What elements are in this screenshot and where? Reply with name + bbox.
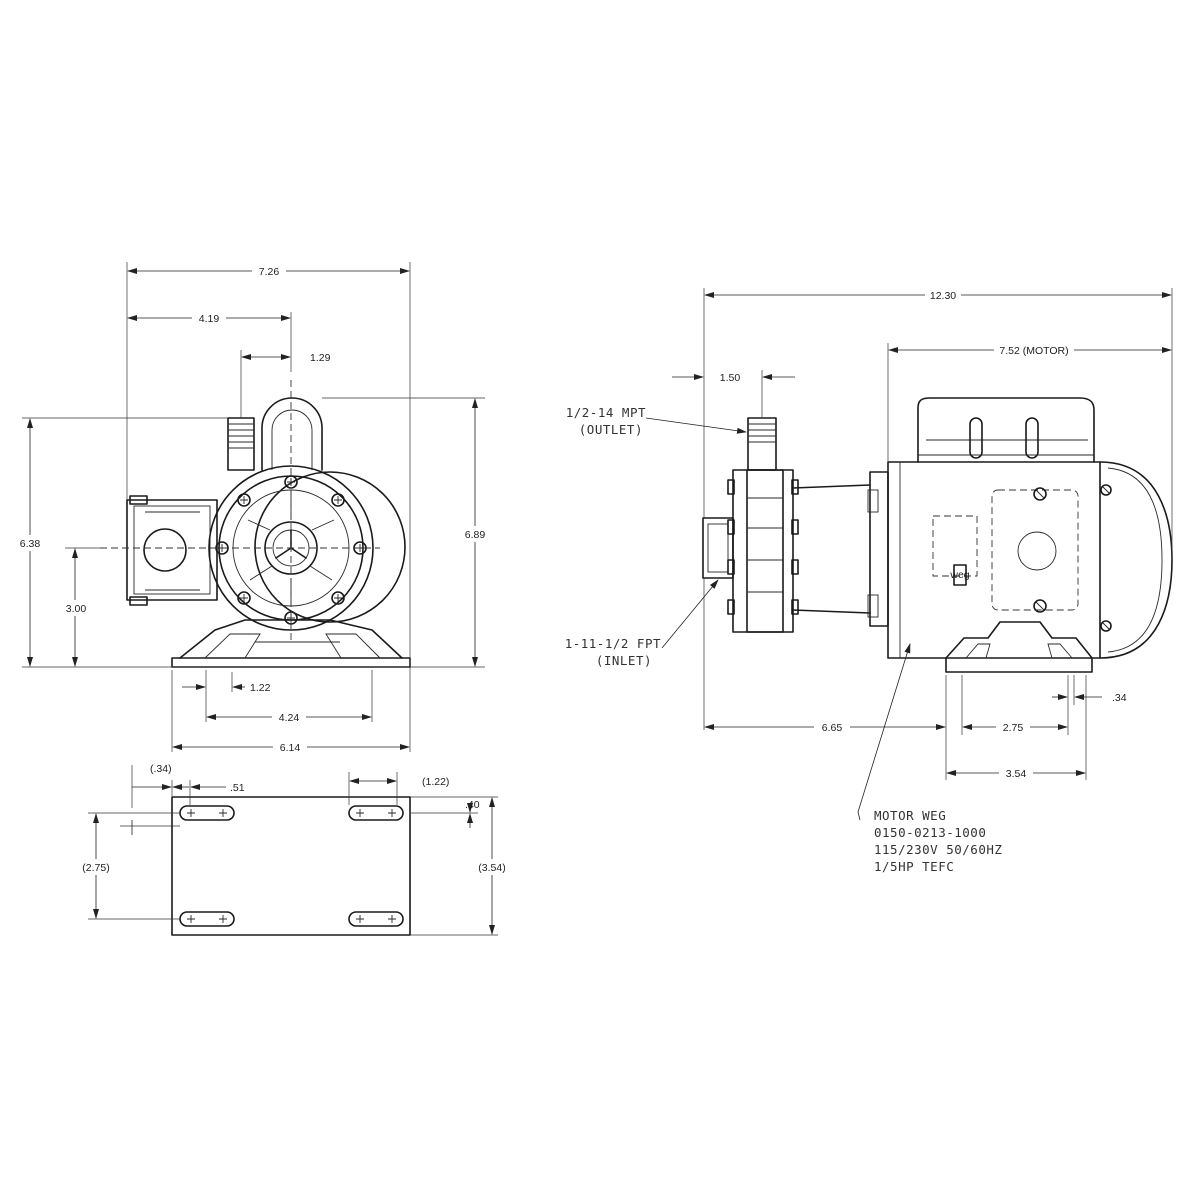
capacitor-cover (991, 487, 1079, 613)
front-view (100, 380, 411, 668)
motor-terminal-box (917, 397, 1095, 463)
junction-box (126, 495, 218, 606)
dim-overall-length: 12.30 (930, 290, 956, 302)
port-callouts: 1/2-14 MPT (OUTLET) 1-11-1/2 FPT (INLET) (565, 405, 661, 668)
motor-note-line4: 1/5HP TEFC (874, 859, 954, 874)
dim-foot-width: 3.54 (1006, 768, 1027, 780)
side-view-extension-lines (703, 288, 1173, 780)
dim-overall-width: 7.26 (259, 266, 280, 278)
dim-slot-offset-right: (1.22) (422, 776, 449, 788)
inlet-callout-line1: 1-11-1/2 FPT (565, 636, 661, 651)
dim-edge-offset: (.34) (150, 763, 172, 775)
outlet-pipe-side (747, 417, 777, 471)
base-plate (171, 796, 411, 936)
front-view-dimension-lines (27, 268, 478, 750)
motor-note-line2: 0150-0213-1000 (874, 825, 986, 840)
motor-nameplate: weg (932, 515, 978, 586)
dim-foot-hole-spacing: 4.24 (279, 712, 300, 724)
dim-slot-length: .51 (230, 782, 245, 794)
dim-shaft-height: 3.00 (66, 603, 87, 615)
motor-body-side (887, 461, 1173, 659)
weg-logo: weg (949, 569, 969, 581)
base-plan-dimension-labels: (.34) .51 (1.22) .40 (2.75) (3.54) (76, 763, 512, 875)
side-view: weg (702, 397, 1173, 673)
front-view-extension-lines (22, 262, 485, 752)
dim-slot-spacing: (2.75) (82, 862, 109, 874)
motor-foot (945, 621, 1093, 673)
dim-foot-hole-offset: 1.22 (250, 682, 271, 694)
dim-base-width: 6.14 (280, 742, 301, 754)
side-view-leaders (645, 417, 911, 821)
pump-head-side (727, 469, 799, 633)
motor-note: MOTOR WEG 0150-0213-1000 115/230V 50/60H… (874, 808, 1002, 874)
outlet-pipe (227, 417, 255, 471)
dim-outlet-offset: 1.29 (310, 352, 331, 364)
base-plan-view (171, 796, 411, 936)
front-view-dimension-labels: 7.26 4.19 1.29 6.38 6.89 3.00 1.22 4.24 … (14, 263, 492, 755)
base-plan-dimension-lines (93, 778, 495, 935)
dim-slot-inset: .40 (465, 799, 480, 811)
dim-center-offset: 4.19 (199, 313, 220, 325)
motor-note-line1: MOTOR WEG (874, 808, 946, 823)
dim-outlet-setback: 1.50 (720, 372, 741, 384)
side-view-dimension-labels: 12.30 7.52 (MOTOR) 1.50 6.65 2.75 3.54 .… (720, 287, 1127, 781)
lift-handle (261, 397, 323, 471)
base-plan-extension-lines (88, 765, 498, 936)
inlet-callout-line2: (INLET) (596, 653, 652, 668)
dim-height-right: 6.89 (465, 529, 486, 541)
adapter-bracket (792, 471, 889, 627)
dim-height-left: 6.38 (20, 538, 41, 550)
mounting-slots (179, 805, 404, 927)
dim-motor-length: 7.52 (MOTOR) (999, 345, 1068, 357)
motor-housing (254, 471, 406, 623)
outlet-callout-line1: 1/2-14 MPT (566, 405, 646, 420)
dim-inlet-to-foot: 6.65 (822, 722, 843, 734)
outlet-callout-line2: (OUTLET) (579, 422, 643, 437)
dim-foot-offset: .34 (1112, 692, 1127, 704)
dim-foot-hole-spacing-side: 2.75 (1003, 722, 1024, 734)
dim-base-depth: (3.54) (478, 862, 505, 874)
motor-note-line3: 115/230V 50/60HZ (874, 842, 1002, 857)
